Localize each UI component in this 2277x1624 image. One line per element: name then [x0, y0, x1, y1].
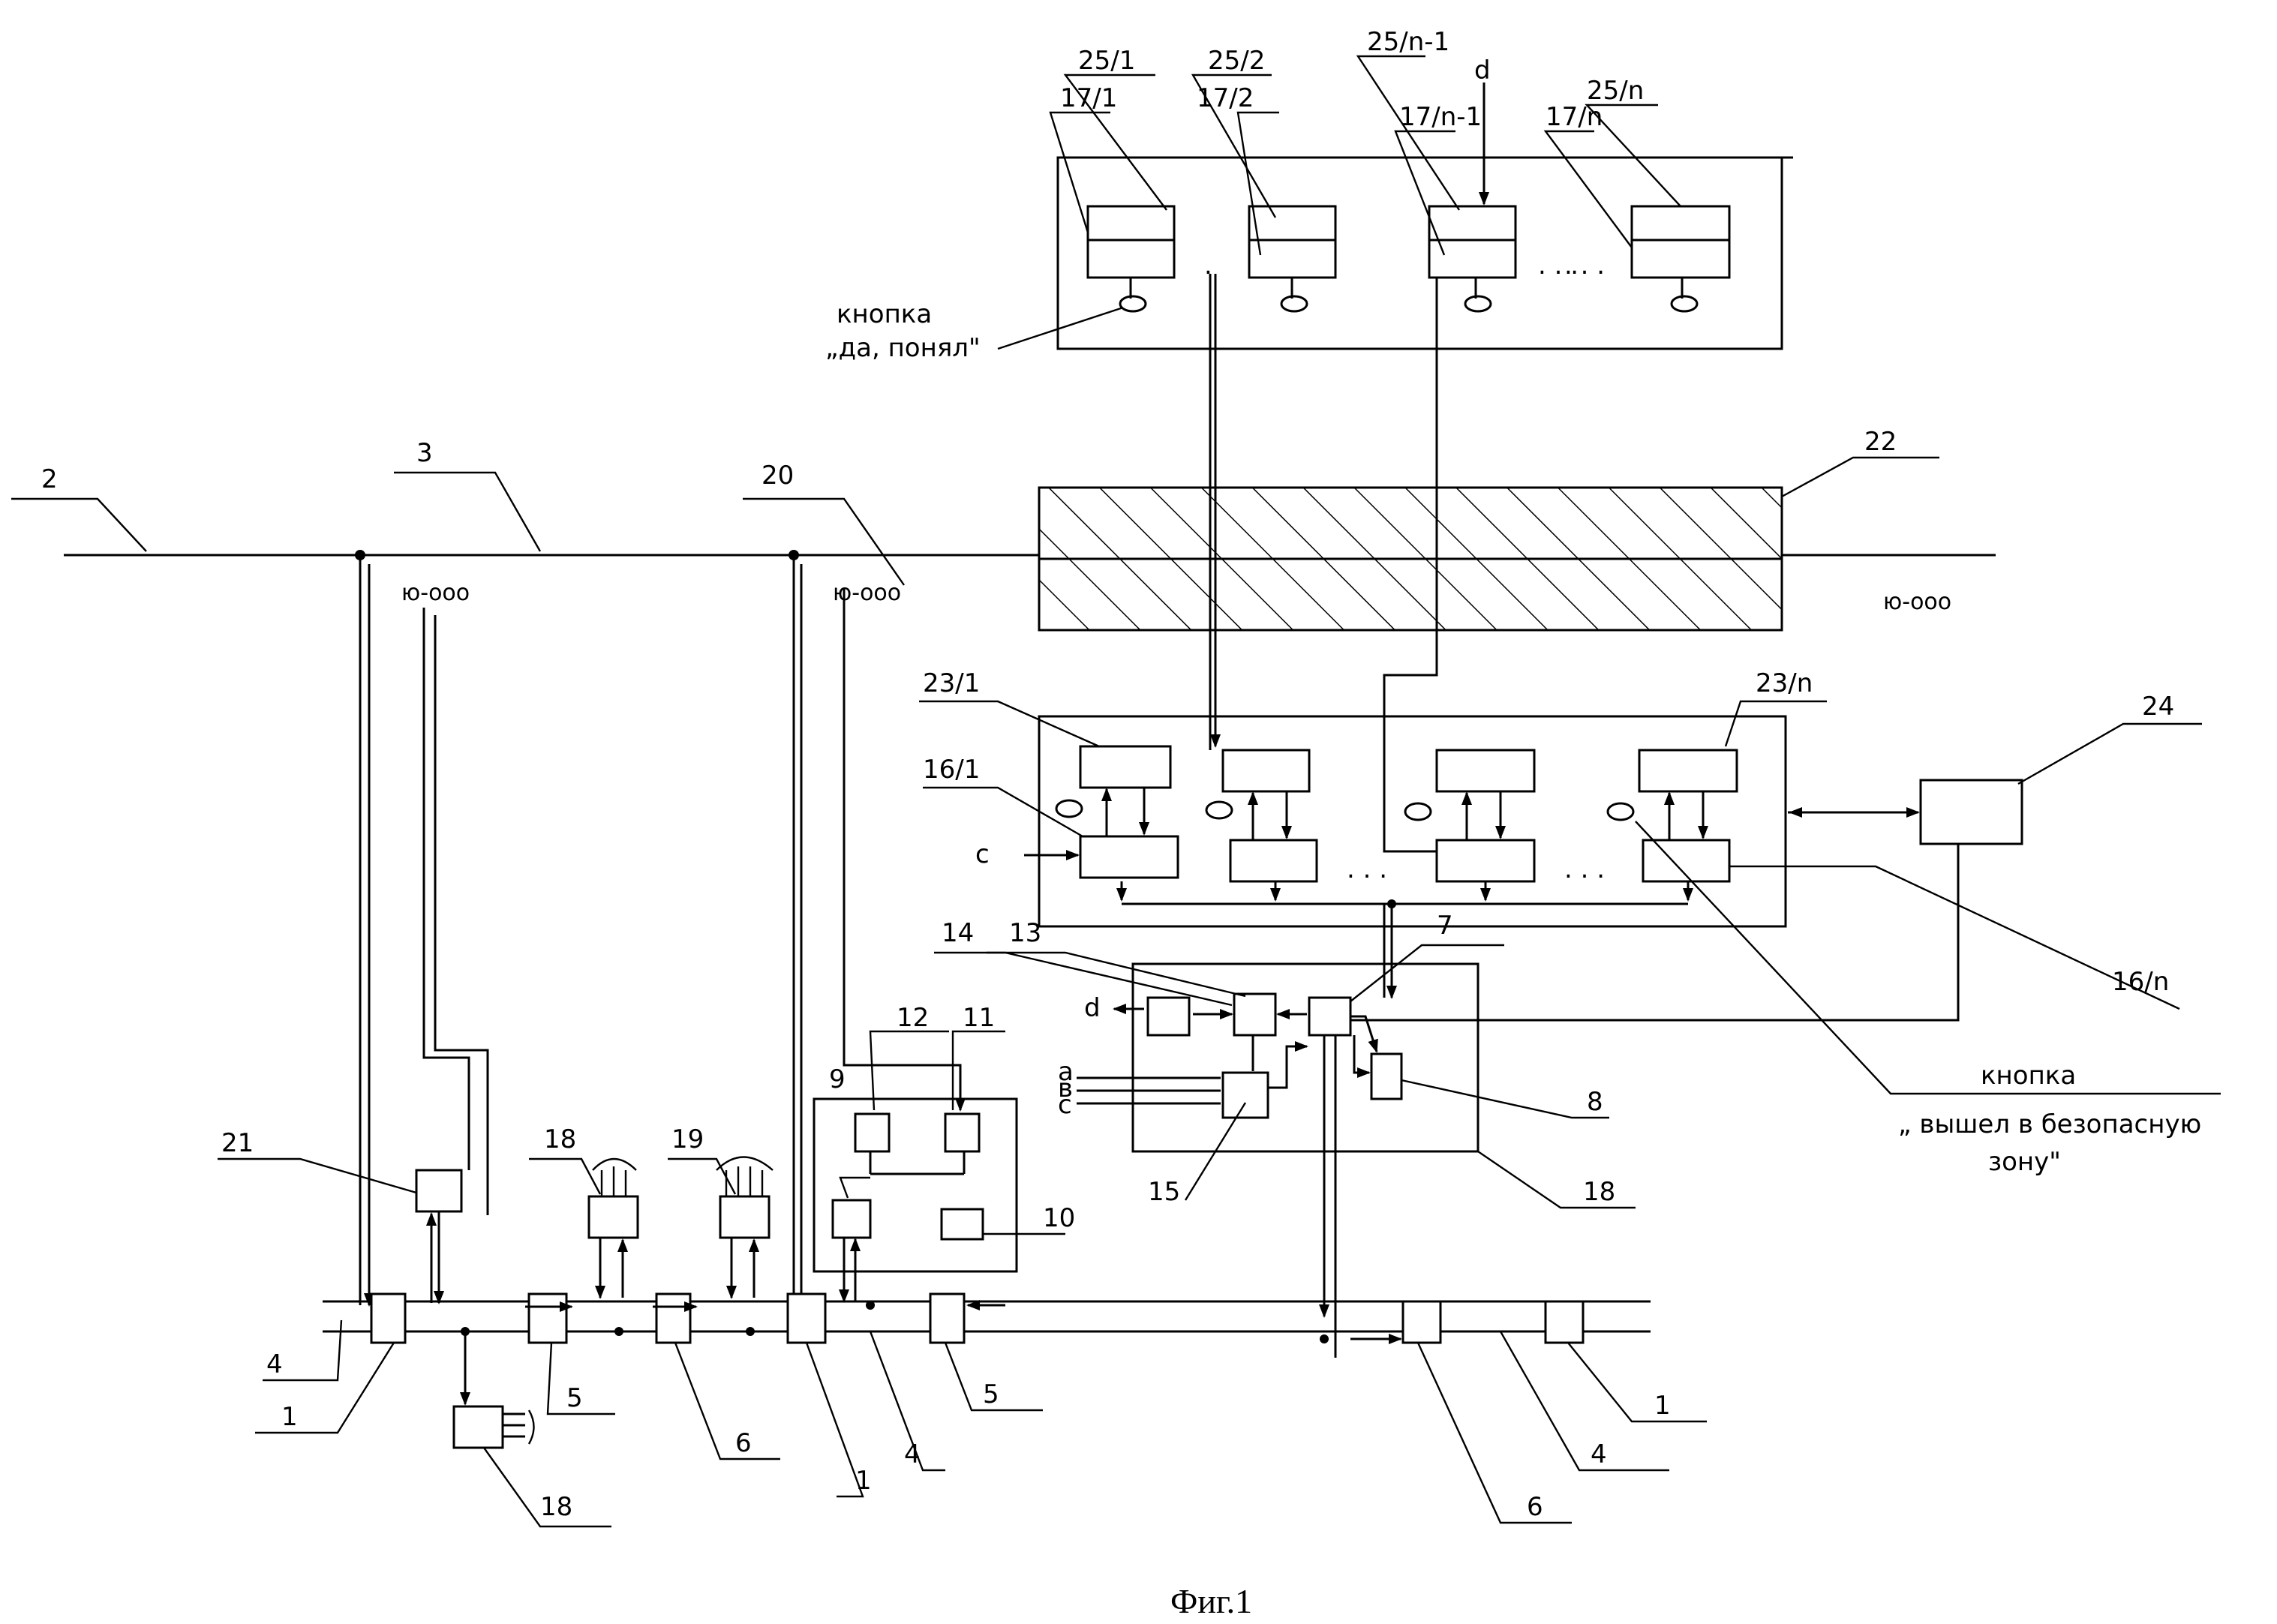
label-4a: 4 [266, 1349, 283, 1379]
label-23-1: 23/1 [923, 668, 980, 698]
label-22: 22 [1864, 427, 1897, 457]
label-5a: 5 [566, 1383, 583, 1413]
label-4c: 4 [1591, 1439, 1607, 1469]
label-25-n: 25/n [1587, 76, 1644, 106]
label-21: 21 [221, 1128, 254, 1158]
display-unit-25-1 [1088, 206, 1174, 311]
label-1a: 1 [281, 1402, 298, 1432]
label-d-top: d [1474, 56, 1491, 86]
left-feed [218, 555, 488, 1305]
sensor-left: ю-ооо [401, 580, 470, 606]
label-18b: 18 [540, 1492, 572, 1522]
unit-18a [529, 1159, 638, 1298]
display-unit-25-n [1632, 206, 1729, 311]
label-23-n: 23/n [1756, 668, 1813, 698]
label-d-out: d [1084, 993, 1101, 1023]
label-6a: 6 [735, 1428, 752, 1458]
button-safe-caption-2: „ вышел в безопасную [1898, 1109, 2201, 1139]
label-25-1: 25/1 [1078, 46, 1135, 76]
figure-caption: Фиг.1 [1170, 1582, 1252, 1620]
label-15: 15 [1148, 1177, 1180, 1207]
label-17-n: 17/n [1546, 102, 1603, 132]
label-10: 10 [1043, 1203, 1075, 1233]
label-18-unit: 18 [1583, 1177, 1615, 1207]
label-16-n: 16/n [2112, 967, 2169, 997]
label-16-1: 16/1 [923, 755, 980, 785]
top-display-panel: . . . . . . . [1050, 56, 1793, 349]
button-safe-caption-3: зону" [1988, 1147, 2061, 1177]
svg-text:. . .: . . . [1564, 854, 1605, 884]
control-block-18 [934, 945, 1636, 1358]
button-ok-caption-1: кнопка [837, 299, 932, 329]
label-25-2: 25/2 [1208, 46, 1265, 76]
unit-18b [454, 1335, 611, 1526]
barrier-22 [1039, 458, 1939, 630]
label-c-input: c [975, 839, 990, 869]
svg-text:. . .: . . . [1347, 854, 1387, 884]
sensor-right: ю-ооо [1883, 589, 1951, 615]
label-14: 14 [942, 918, 974, 948]
label-4b: 4 [904, 1439, 921, 1469]
label-3: 3 [416, 438, 433, 468]
display-unit-25-n-1 [1429, 206, 1515, 311]
label-8: 8 [1587, 1087, 1603, 1117]
svg-text:. . .: . . . [1564, 251, 1605, 281]
button-ok-caption-2: „да, понял" [825, 333, 981, 363]
unit-19 [668, 1157, 773, 1298]
label-17-1: 17/1 [1060, 83, 1117, 113]
track [323, 1294, 1651, 1343]
label-17-2: 17/2 [1197, 83, 1254, 113]
label-1b: 1 [855, 1466, 872, 1496]
label-11: 11 [963, 1003, 995, 1033]
button-safe-caption-1: кнопка [1981, 1061, 2076, 1091]
label-input-c: c [1058, 1090, 1072, 1120]
label-24: 24 [2142, 692, 2174, 722]
display-unit-25-2 [1249, 206, 1335, 311]
label-13: 13 [1009, 918, 1041, 948]
label-5b: 5 [983, 1379, 999, 1409]
label-1c: 1 [1654, 1391, 1671, 1421]
label-20: 20 [762, 461, 794, 491]
label-19: 19 [671, 1124, 704, 1154]
label-6b: 6 [1527, 1492, 1543, 1522]
label-2: 2 [41, 464, 58, 494]
label-25-n-1: 25/n-1 [1367, 27, 1449, 57]
label-12: 12 [897, 1003, 929, 1033]
label-7: 7 [1437, 911, 1453, 941]
label-9: 9 [829, 1064, 846, 1094]
label-18a: 18 [544, 1124, 576, 1154]
label-17-n-1: 17/n-1 [1399, 102, 1482, 132]
